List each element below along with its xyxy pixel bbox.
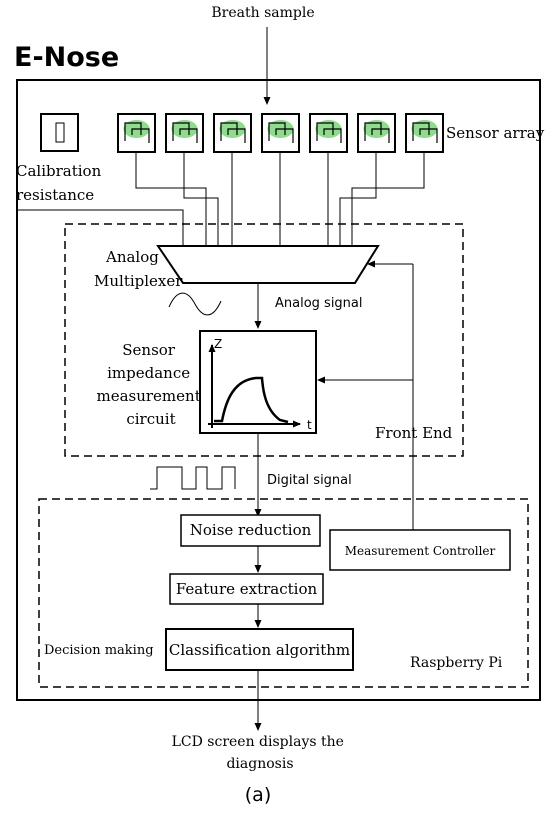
sensor-icon xyxy=(405,113,444,153)
sensor-icon xyxy=(261,113,300,153)
sensor-array xyxy=(117,113,444,153)
sensor-icon xyxy=(213,113,252,153)
diagram-title: E-Nose xyxy=(14,42,119,73)
impedance-plot-icon xyxy=(208,344,301,428)
plot-axis-z-label: Z xyxy=(214,337,222,351)
breath-sample-label: Breath sample xyxy=(211,5,314,21)
sensor-icon xyxy=(357,113,396,153)
sensor-wires xyxy=(16,152,425,246)
raspberry-pi-label: Raspberry Pi xyxy=(410,655,503,671)
calibration-resistance-label: Calibration resistance xyxy=(16,162,106,204)
classification-algorithm-label: Classification algorithm xyxy=(169,641,350,659)
classification-box xyxy=(165,628,354,671)
analog-multiplexer-label: Analog Multiplexer xyxy=(94,248,183,290)
analog-signal-label: Analog signal xyxy=(275,296,363,311)
e-nose-frame xyxy=(16,79,541,701)
front-end-box xyxy=(64,223,464,457)
front-end-label: Front End xyxy=(375,424,453,442)
feature-extraction-box xyxy=(169,573,324,605)
plot-axis-t-label: t xyxy=(307,418,312,432)
feature-extraction-label: Feature extraction xyxy=(176,580,318,598)
analog-multiplexer xyxy=(156,245,380,284)
noise-reduction-box xyxy=(180,514,321,547)
figure-caption: (a) xyxy=(245,784,271,806)
impedance-circuit-box xyxy=(199,330,317,434)
sensor-array-label: Sensor array xyxy=(446,124,545,142)
measurement-controller-box xyxy=(329,529,511,571)
calibration-resistor xyxy=(40,113,79,152)
digital-wave-icon xyxy=(150,466,236,490)
impedance-circuit-label: Sensor impedance measurement circuit xyxy=(96,341,205,428)
noise-reduction-label: Noise reduction xyxy=(190,521,312,539)
sensor-icon xyxy=(309,113,348,153)
digital-signal-label: Digital signal xyxy=(267,473,352,488)
measurement-controller-label: Measurement Controller xyxy=(345,544,496,558)
analog-wave-icon xyxy=(168,292,222,316)
sensor-icon xyxy=(165,113,204,153)
decision-making-label: Decision making xyxy=(44,643,154,658)
lcd-output-label: LCD screen displays the diagnosis xyxy=(172,734,349,772)
sensor-icon xyxy=(117,113,156,153)
